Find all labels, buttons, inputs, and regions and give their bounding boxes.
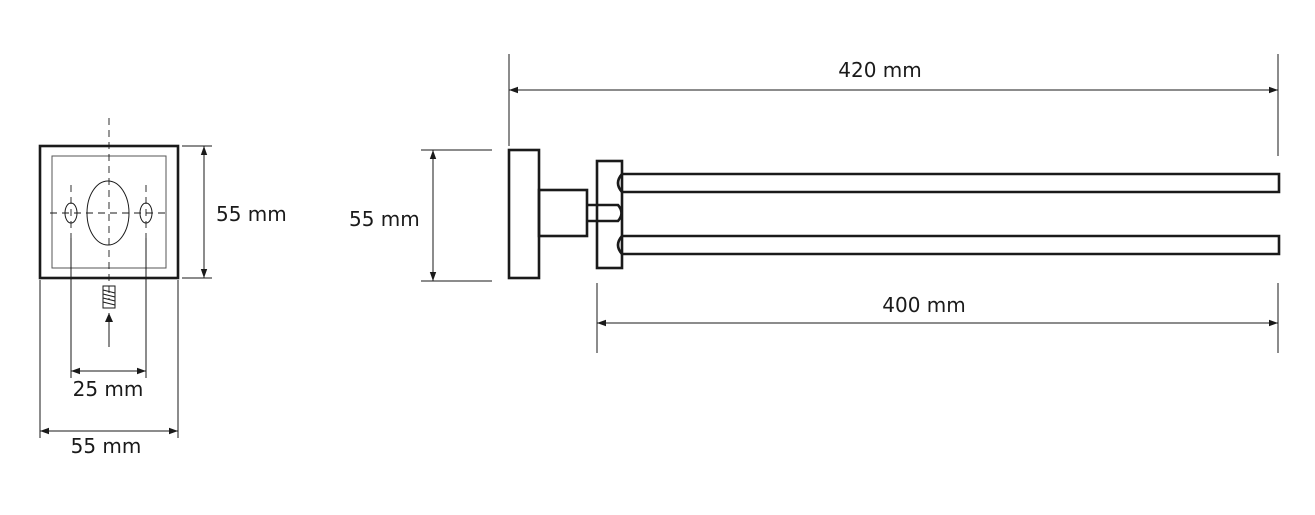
front-view: 55 mm 25 mm 55 mm (38, 118, 287, 458)
left-mount-hole (64, 202, 78, 224)
overall-length-dimension: 420 mm (508, 54, 1279, 156)
arm-length-dimension: 400 mm (596, 283, 1279, 353)
side-height-dimension: 55 mm (349, 149, 492, 282)
front-height-dimension: 55 mm (182, 145, 287, 279)
side-wall-plate (507, 148, 541, 280)
front-width-label: 55 mm (71, 434, 142, 458)
hole-spacing-dimension: 25 mm (70, 238, 147, 401)
hole-spacing-label: 25 mm (73, 377, 144, 401)
arm-length-label: 400 mm (882, 293, 966, 317)
overall-length-label: 420 mm (838, 58, 922, 82)
front-plate-outer (38, 144, 180, 280)
front-width-dimension: 55 mm (39, 280, 179, 458)
center-oval-hole (86, 180, 130, 246)
upper-towel-arm (616, 172, 1281, 194)
lower-towel-arm (616, 234, 1281, 256)
side-view: 420 mm 55 mm 400 mm (349, 54, 1281, 353)
pivot-pin (587, 203, 623, 223)
set-screw-icon (102, 285, 116, 347)
right-mount-hole (139, 202, 153, 224)
side-connector-block (537, 188, 589, 238)
side-height-label: 55 mm (349, 207, 420, 231)
front-height-label: 55 mm (216, 202, 287, 226)
